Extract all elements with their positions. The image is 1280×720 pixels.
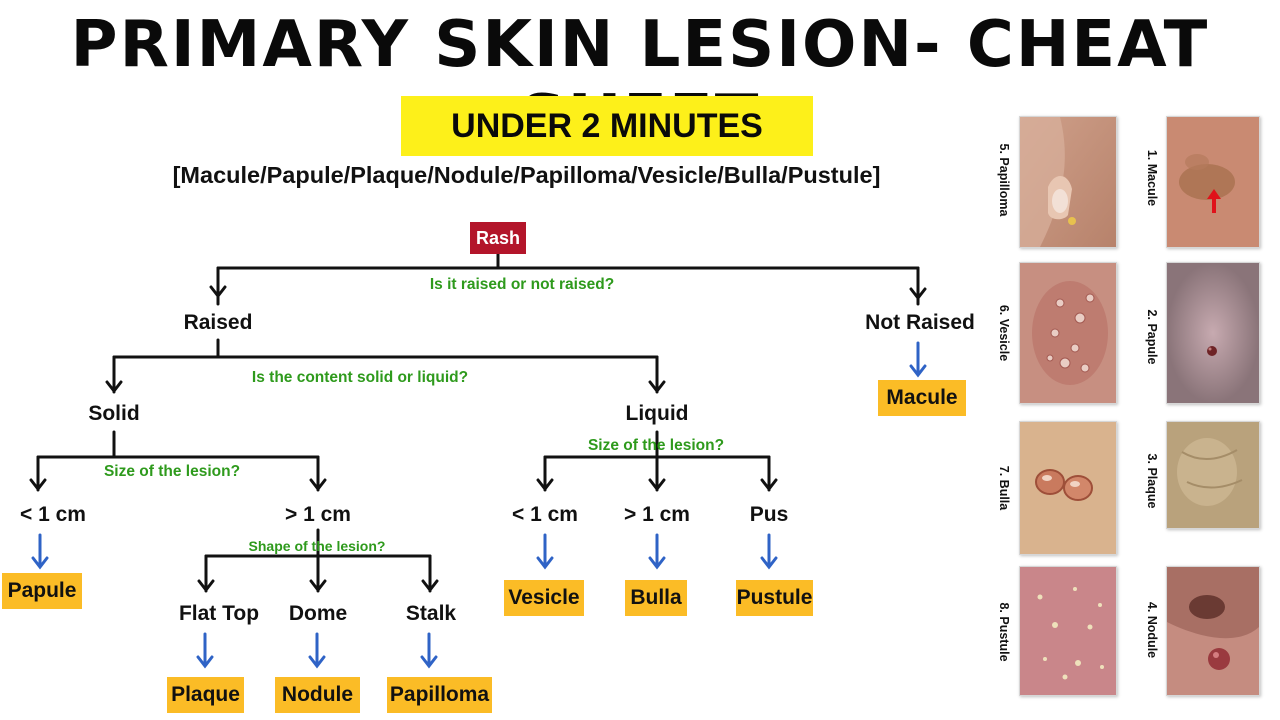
liquid-less-than-1cm: < 1 cm	[512, 503, 578, 526]
vesicle-result: Vesicle	[504, 580, 584, 616]
stalk-node: Stalk	[405, 602, 457, 625]
plaque-photo	[1166, 421, 1260, 529]
raised-node: Raised	[183, 311, 253, 334]
macule-result: Macule	[878, 380, 966, 416]
dome-node: Dome	[288, 602, 348, 625]
papilloma-photo	[1019, 116, 1117, 248]
rash-node: Rash	[470, 222, 526, 254]
solid-less-than-1cm: < 1 cm	[20, 503, 86, 526]
caption-vesicle: 6. Vesicle	[997, 304, 1011, 362]
not-raised-node: Not Raised	[865, 311, 975, 334]
question-content: Is the content solid or liquid?	[251, 369, 469, 386]
papule-photo	[1166, 262, 1260, 404]
plaque-result: Plaque	[167, 677, 244, 713]
question-raised: Is it raised or not raised?	[429, 276, 615, 293]
bulla-result: Bulla	[625, 580, 687, 616]
vesicle-photo	[1019, 262, 1117, 404]
liquid-greater-than-1cm: > 1 cm	[624, 503, 690, 526]
caption-macule: 1. Macule	[1145, 149, 1159, 207]
caption-pustule: 8. Pustule	[997, 602, 1011, 662]
flat-top-node: Flat Top	[178, 602, 260, 625]
bulla-photo	[1019, 421, 1117, 555]
papule-result: Papule	[2, 573, 82, 609]
liquid-node: Liquid	[625, 402, 689, 425]
pustule-photo	[1019, 566, 1117, 696]
caption-papilloma: 5. Papilloma	[997, 143, 1011, 217]
caption-nodule: 4. Nodule	[1145, 601, 1159, 659]
papilloma-result: Papilloma	[387, 677, 492, 713]
macule-photo	[1166, 116, 1260, 248]
solid-greater-than-1cm: > 1 cm	[285, 503, 351, 526]
caption-bulla: 7. Bulla	[997, 465, 1011, 511]
nodule-result: Nodule	[275, 677, 360, 713]
solid-node: Solid	[88, 402, 140, 425]
caption-plaque: 3. Plaque	[1145, 453, 1159, 509]
pustule-result: Pustule	[736, 580, 813, 616]
question-size-solid: Size of the lesion?	[103, 463, 241, 480]
subtitle-banner: UNDER 2 MINUTES	[401, 96, 813, 156]
question-size-liquid: Size of the lesion?	[587, 437, 725, 454]
question-shape: Shape of the lesion?	[248, 538, 386, 554]
nodule-photo	[1166, 566, 1260, 696]
lesion-list: [Macule/Papule/Plaque/Nodule/Papilloma/V…	[172, 162, 881, 188]
pus-node: Pus	[749, 503, 789, 526]
caption-papule: 2. Papule	[1145, 309, 1159, 365]
